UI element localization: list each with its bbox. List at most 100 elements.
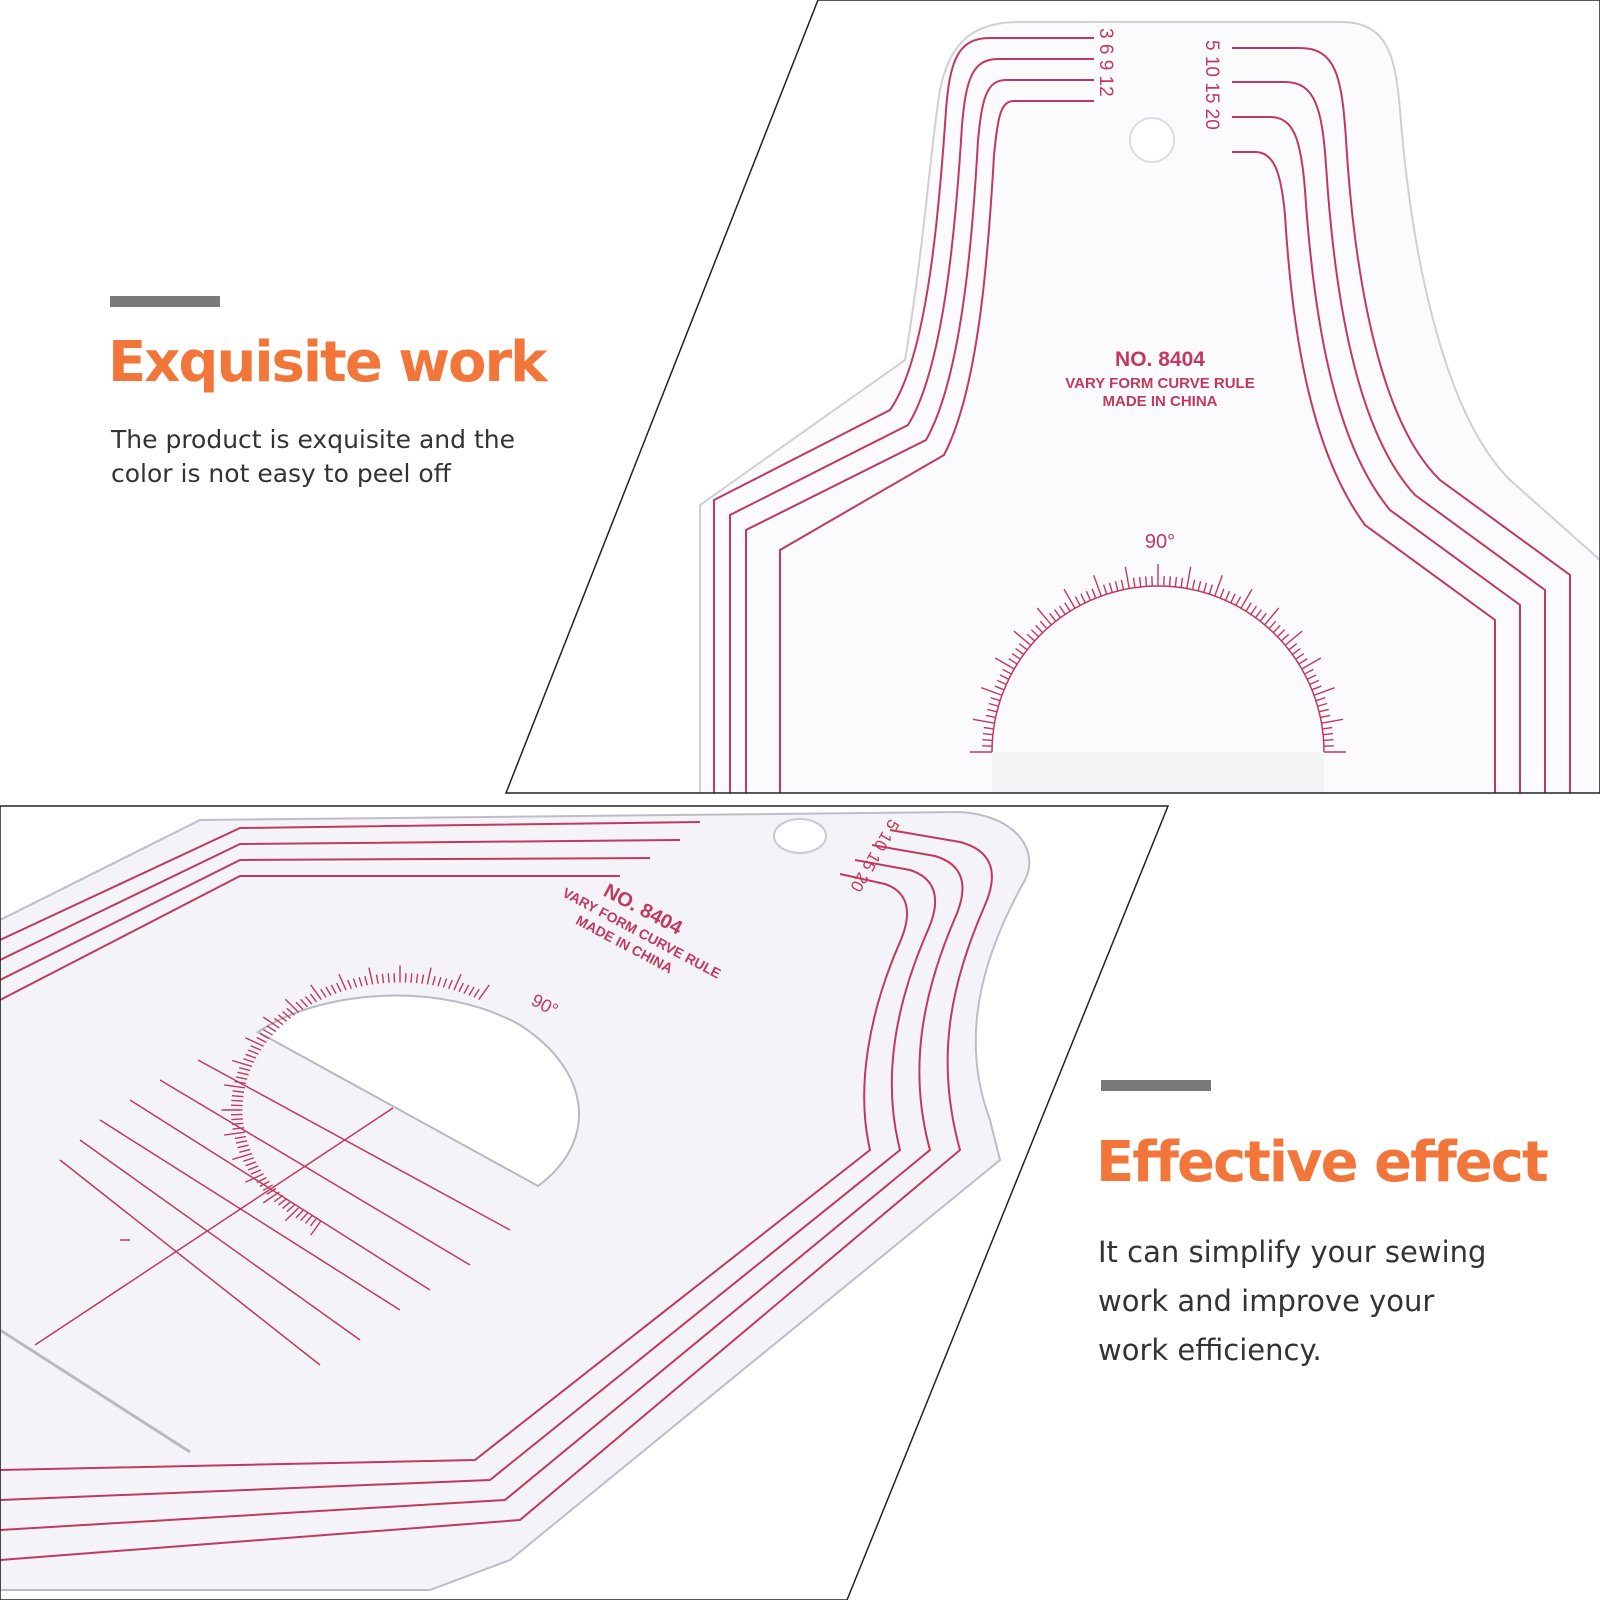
protractor-tick	[1272, 624, 1281, 634]
protractor-tick	[234, 1135, 247, 1140]
protractor-tick	[1309, 679, 1320, 686]
protractor-tick	[1235, 596, 1242, 606]
protractor-tick	[1208, 584, 1214, 595]
protractor-tick	[284, 1207, 300, 1222]
protractor-tick	[1268, 620, 1277, 630]
accent-bar-bottom	[1101, 1080, 1211, 1091]
protractor-tick	[1224, 590, 1231, 601]
protractor-tick	[1191, 579, 1196, 590]
protractor-tick	[273, 1017, 284, 1026]
protractor-tick	[1168, 576, 1171, 587]
protractor-tick	[1174, 576, 1178, 587]
protractor-tick	[448, 979, 453, 990]
protractor-tick	[996, 679, 1007, 686]
protractor-tick	[259, 1180, 270, 1188]
ruler-model-number: NO. 8404	[1115, 348, 1205, 371]
protractor-tick	[1318, 708, 1329, 713]
protractor-tick	[231, 1099, 243, 1102]
protractor-tick	[421, 974, 425, 984]
protractor-tick	[1120, 579, 1125, 590]
protractor-tick	[1320, 714, 1331, 719]
protractor-tick	[453, 973, 462, 991]
protractor-tick	[310, 1220, 322, 1236]
protractor-tick	[1145, 576, 1148, 587]
protractor-tick	[338, 973, 347, 991]
protractor-tick	[1250, 605, 1257, 615]
protractor-tick	[245, 1053, 257, 1059]
protractor-tick	[426, 967, 432, 985]
hanging-hole	[1129, 117, 1175, 163]
protractor-tick	[473, 988, 480, 998]
protractor-tick	[231, 1094, 244, 1098]
protractor-tick	[232, 1152, 253, 1161]
ruler-origin-label: MADE IN CHINA	[1103, 393, 1218, 410]
protractor-tick	[478, 984, 490, 1000]
protractor-tick	[468, 986, 475, 996]
protractor-tick	[243, 1157, 255, 1162]
protractor-tick	[243, 1058, 255, 1063]
hanging-hole	[773, 818, 827, 854]
protractor-tick	[245, 1161, 257, 1167]
protractor-tick	[1108, 582, 1113, 593]
description-exquisite-work: The product is exquisite and the color i…	[111, 423, 515, 491]
protractor-tick	[1080, 593, 1086, 604]
protractor-tick	[262, 1016, 280, 1029]
description-line: It can simplify your sewing	[1098, 1235, 1487, 1269]
protractor-tick	[1093, 575, 1102, 597]
protractor-tick	[1240, 588, 1253, 609]
protractor-tick	[282, 1201, 292, 1209]
protractor-tick	[1035, 624, 1044, 634]
protractor-tick	[250, 1045, 262, 1051]
protractor-tick	[239, 1148, 251, 1153]
protractor-tick	[320, 988, 327, 998]
ruler-closeup-top: 3 6 9 12 5 10 15 20 NO. 8404 VARY FORM C…	[506, 0, 1600, 793]
protractor-tick	[336, 982, 342, 993]
protractor-tick	[286, 1007, 296, 1016]
protractor-tick	[309, 1217, 318, 1227]
protractor-tick	[994, 657, 1015, 670]
protractor-tick	[247, 1049, 259, 1055]
heading-exquisite-work: Exquisite work	[108, 330, 547, 395]
protractor-tick	[1011, 653, 1021, 660]
protractor-tick	[247, 1165, 259, 1171]
protractor-tick	[1323, 732, 1334, 736]
protractor-tick	[1049, 612, 1057, 622]
protractor-tick	[1002, 668, 1012, 675]
protractor-tick	[1321, 718, 1344, 724]
left-scale-numbers: 3 6 9 12	[1095, 28, 1116, 97]
protractor-tick	[1317, 702, 1328, 707]
ruler-closeup-bottom: 5 10 15 20 NO. 8404 VARY FORM CURVE RULE…	[0, 806, 1168, 1600]
ruler-plate	[0, 810, 1031, 1591]
protractor-tick	[999, 674, 1010, 680]
protractor-tick	[1018, 643, 1028, 651]
protractor-tick	[368, 967, 374, 985]
protractor-tick	[985, 714, 996, 719]
protractor-tick	[990, 696, 1001, 702]
protractor-tick	[1284, 630, 1303, 646]
protractor-tick	[1291, 647, 1301, 655]
protractor-tick	[1132, 577, 1136, 588]
protractor-tick	[262, 1028, 273, 1036]
protractor-tick	[310, 984, 322, 1000]
protractor-tick	[1264, 607, 1280, 626]
protractor-tick	[1074, 596, 1081, 606]
protractor-tick	[381, 973, 385, 984]
protractor-90-label-top: 90°	[1145, 531, 1175, 553]
protractor-tick	[266, 1025, 277, 1033]
protractor-tick	[1026, 633, 1036, 642]
protractor-tick	[259, 1032, 270, 1040]
description-line: work and improve your	[1098, 1284, 1435, 1318]
protractor-tick	[437, 977, 442, 987]
protractor-tick	[1197, 581, 1202, 592]
protractor-tick	[224, 1084, 245, 1089]
protractor-tick	[277, 1014, 288, 1022]
protractor-tick	[1322, 726, 1333, 730]
protractor-tick	[330, 984, 337, 994]
protractor-tick	[266, 1187, 277, 1195]
protractor-tick	[442, 978, 448, 988]
protractor-tick	[231, 1118, 243, 1121]
protractor-tick	[358, 977, 363, 987]
protractor-tick	[982, 739, 993, 742]
protractor-tick	[300, 998, 308, 1008]
